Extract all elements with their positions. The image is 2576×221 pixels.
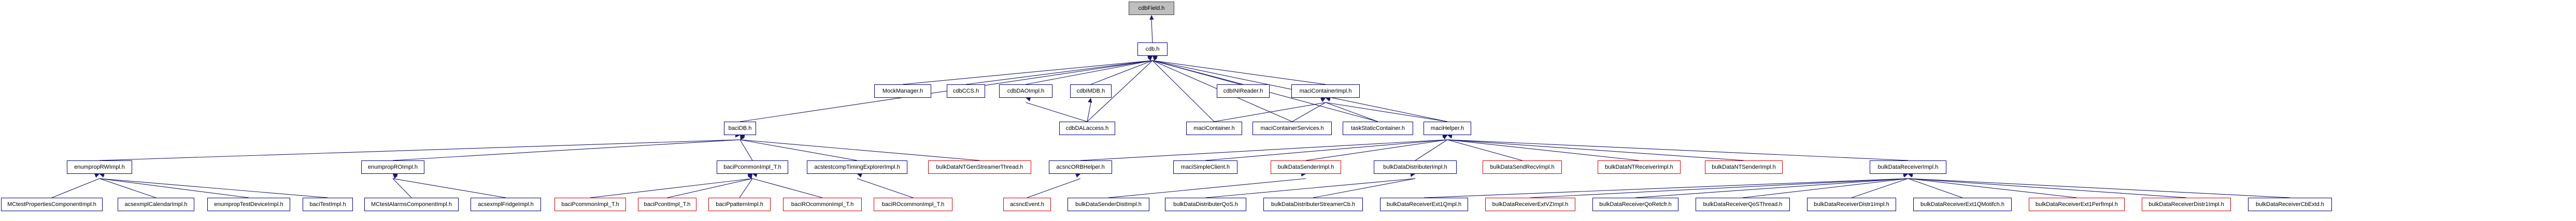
graph-node[interactable]: bulkDataDistributerImpl.h xyxy=(1374,160,1457,174)
graph-node[interactable]: cdbDALaccess.h xyxy=(1059,122,1115,135)
graph-node[interactable]: bulkDataNTGenStreamerThread.h xyxy=(928,160,1031,174)
graph-node[interactable]: baciPcontImpl_T.h xyxy=(638,198,696,211)
graph-node[interactable]: bulkDataReceiverDistr1Impl.h xyxy=(1807,198,1896,211)
graph-node[interactable]: maciSimpleClient.h xyxy=(1173,160,1237,174)
graph-node[interactable]: baciROcommonImpl_T.h xyxy=(783,198,862,211)
graph-node[interactable]: bulkDataReceiverExt1PerfImpl.h xyxy=(2029,198,2125,211)
graph-node[interactable]: cdbCCS.h xyxy=(947,84,985,98)
graph-node[interactable]: baciDB.h xyxy=(724,122,756,135)
graph-node[interactable]: bulkDataNTReceiverImpl.h xyxy=(1598,160,1681,174)
graph-node[interactable]: MockManager.h xyxy=(874,84,931,98)
graph-node[interactable]: bulkDataNTSenderImpl.h xyxy=(1705,160,1783,174)
graph-node[interactable]: bulkDataReceiverExt1QMotifch.h xyxy=(1913,198,2012,211)
graph-node[interactable]: acsncORBHelper.h xyxy=(1049,160,1112,174)
graph-node[interactable]: baciTestImpl.h xyxy=(303,198,353,211)
graph-node[interactable]: acsexmplFridgeImpl.h xyxy=(471,198,541,211)
graph-node[interactable]: bulkDataDistributerStreamerCb.h xyxy=(1263,198,1363,211)
graph-node[interactable]: acstestcompTimingExplorerImpl.h xyxy=(807,160,907,174)
graph-node[interactable]: taskStaticContainer.h xyxy=(1343,122,1413,135)
graph-node[interactable]: enumpropRWImpl.h xyxy=(67,160,132,174)
graph-node[interactable]: enumpropTestDeviceImpl.h xyxy=(207,198,290,211)
graph-node[interactable]: acsncEvent.h xyxy=(1003,198,1051,211)
graph-node[interactable]: bulkDataDistributerQoS.h xyxy=(1165,198,1246,211)
graph-node[interactable]: bulkDataSenderDistImpl.h xyxy=(1068,198,1149,211)
graph-node[interactable]: cdbIMDB.h xyxy=(1070,84,1112,98)
graph-node[interactable]: maciContainer.h xyxy=(1186,122,1242,135)
graph-node[interactable]: bulkDataSenderImpl.h xyxy=(1271,160,1341,174)
graph-node[interactable]: bulkDataReceiverDistr1Impl.h xyxy=(2142,198,2231,211)
graph-node[interactable]: MCtestAlarmsComponentImpl.h xyxy=(364,198,459,211)
graph-node[interactable]: baciPpatternImpl.h xyxy=(708,198,771,211)
graph-node[interactable]: maciHelper.h xyxy=(1424,122,1471,135)
graph-node[interactable]: maciContainerImpl.h xyxy=(1291,84,1360,98)
graph-node[interactable]: baciPcommonImpl_T.h xyxy=(554,198,626,211)
graph-node[interactable]: bulkDataReceiverQoRetcfr.h xyxy=(1592,198,1678,211)
graph-node[interactable]: bulkDataReceiverExt1Qmpl.h xyxy=(1380,198,1468,211)
graph-node[interactable]: bulkDataReceiverImpl.h xyxy=(1870,160,1946,174)
graph-node[interactable]: bulkDataSendRecvImpl.h xyxy=(1483,160,1562,174)
graph-node[interactable]: baciROcommonImpl_T.h xyxy=(874,198,952,211)
graph-node[interactable]: MCtestPropertiesComponentImpl.h xyxy=(1,198,103,211)
graph-node[interactable]: bulkDataReceiverCbExtd.h xyxy=(2248,198,2332,211)
graph-node[interactable]: bulkDataReceiverExtVZImpl.h xyxy=(1485,198,1575,211)
graph-node[interactable]: baciPcommonImpl_T.h xyxy=(717,160,788,174)
graph-node[interactable]: bulkDataReceiverQoSThread.h xyxy=(1696,198,1790,211)
graph-node[interactable]: enumpropROImpl.h xyxy=(361,160,424,174)
graph-node[interactable]: cdb.h xyxy=(1137,42,1168,56)
graph-node[interactable]: maciContainerServices.h xyxy=(1253,122,1332,135)
graph-node-root[interactable]: cdbField.h xyxy=(1129,2,1174,15)
graph-node[interactable]: cdbDAOImpl.h xyxy=(999,84,1052,98)
graph-node[interactable]: acsexmplCalendarImpl.h xyxy=(118,198,194,211)
graph-node[interactable]: cdbINIReader.h xyxy=(1217,84,1270,98)
